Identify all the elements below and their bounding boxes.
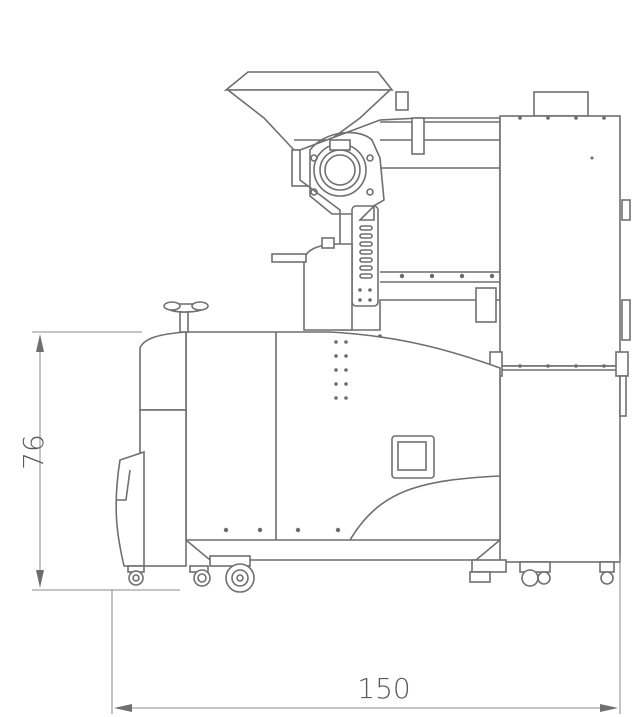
control-column [351,204,379,307]
width-value: 150 [357,672,410,705]
cooler-door [271,237,353,331]
height-dimension: 76 [17,331,180,591]
width-dimension: 150 [111,556,621,714]
chaff-collector [489,91,631,587]
base-cabinet [185,331,501,561]
height-value: 76 [17,434,50,470]
cooling-tray [115,301,507,593]
